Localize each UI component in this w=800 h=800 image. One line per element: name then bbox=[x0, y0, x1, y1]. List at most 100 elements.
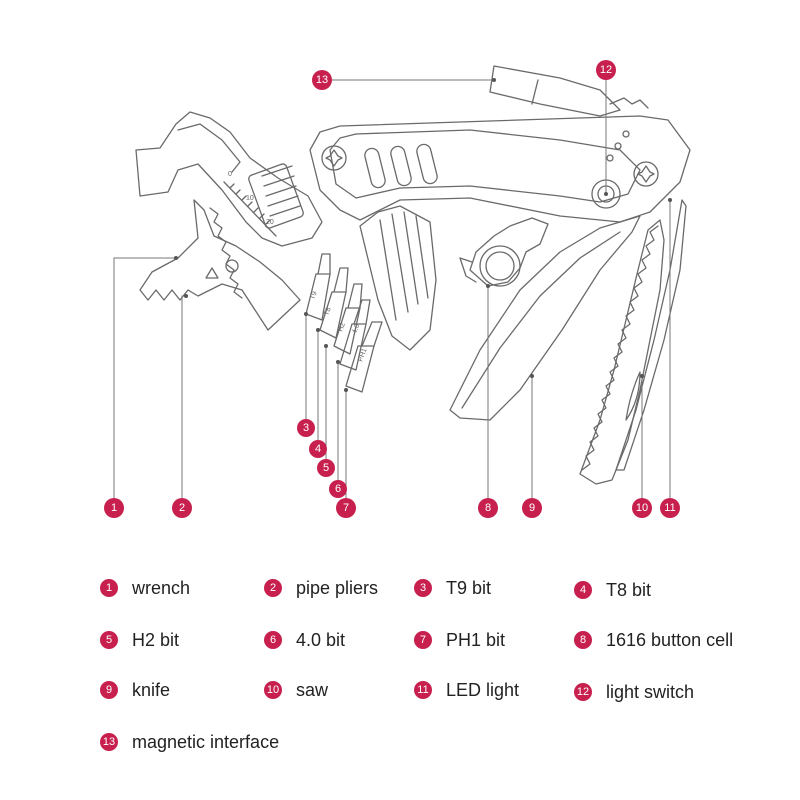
pliers-pivot bbox=[225, 259, 239, 273]
handle-slot-3 bbox=[416, 143, 438, 185]
bit-mark-4-0: 4.0 bbox=[351, 323, 361, 335]
legend-label: magnetic interface bbox=[132, 731, 280, 752]
svg-text:1: 1 bbox=[111, 502, 117, 514]
multitool-line-art: 0 10 20 bbox=[135, 65, 691, 485]
bit-mark-h2: H2 bbox=[337, 322, 347, 333]
legend-badge: 13 bbox=[100, 733, 118, 751]
diagram-badge-10: 10 bbox=[632, 498, 652, 518]
legend-label: H2 bit bbox=[132, 629, 180, 650]
legend-badge: 6 bbox=[264, 631, 282, 649]
svg-text:4: 4 bbox=[315, 443, 321, 455]
legend-label: T8 bit bbox=[606, 579, 652, 600]
svg-text:9: 9 bbox=[529, 502, 535, 514]
scale-label-20: 20 bbox=[266, 219, 274, 226]
legend-label: pipe pliers bbox=[296, 577, 379, 598]
legend-badge: 11 bbox=[414, 681, 432, 699]
legend-item-light-switch: 12 light switch bbox=[574, 680, 694, 704]
legend-badge: 12 bbox=[574, 683, 592, 701]
diagram-badge-5: 5 bbox=[317, 459, 335, 477]
diagram-badge-1: 1 bbox=[104, 498, 124, 518]
bit-ph1 bbox=[345, 321, 383, 393]
legend: 1 wrench 2 pipe pliers 3 T9 bit 4 T8 bit… bbox=[0, 560, 800, 800]
legend-badge: 9 bbox=[100, 681, 118, 699]
legend-item-ph1-bit: 7 PH1 bit bbox=[414, 628, 505, 652]
pliers-warning-mark bbox=[205, 267, 219, 279]
diagram-badge-6: 6 bbox=[329, 480, 347, 498]
legend-badge: 8 bbox=[574, 631, 592, 649]
wrench-upper-jaw bbox=[135, 111, 323, 247]
diagram-badge-9: 9 bbox=[522, 498, 542, 518]
blade-grip-hole bbox=[625, 371, 641, 421]
scale-label-0: 0 bbox=[228, 171, 232, 178]
pliers-teeth bbox=[209, 207, 243, 299]
svg-text:5: 5 bbox=[323, 462, 329, 474]
scale-label-10: 10 bbox=[246, 195, 254, 202]
bit-t9 bbox=[305, 253, 331, 321]
legend-label: LED light bbox=[446, 679, 520, 700]
main-handle bbox=[309, 115, 691, 223]
diagram-badge-4: 4 bbox=[309, 440, 327, 458]
handle-inner bbox=[329, 129, 641, 203]
legend-label: saw bbox=[296, 679, 329, 700]
legend-label: 1616 button cell bbox=[606, 629, 734, 650]
svg-text:6: 6 bbox=[335, 483, 341, 495]
knife-blade bbox=[449, 215, 641, 421]
legend-item-t8-bit: 4 T8 bit bbox=[574, 578, 651, 602]
svg-text:11: 11 bbox=[664, 502, 675, 514]
wrench-jaw-inner bbox=[177, 123, 241, 173]
handle-screw-right bbox=[633, 161, 659, 187]
legend-item-t9-bit: 3 T9 bit bbox=[414, 576, 491, 600]
svg-text:7: 7 bbox=[343, 502, 349, 514]
bit-mark-t9: T9 bbox=[309, 291, 318, 301]
legend-badge: 3 bbox=[414, 579, 432, 597]
legend-item-wrench: 1 wrench bbox=[100, 576, 190, 600]
legend-item-led-light: 11 LED light bbox=[414, 678, 519, 702]
svg-text:3: 3 bbox=[303, 422, 309, 434]
bit-h2 bbox=[333, 283, 363, 355]
legend-label: light switch bbox=[606, 681, 695, 702]
svg-text:12: 12 bbox=[600, 64, 612, 76]
diagram-badge-13: 13 bbox=[312, 70, 332, 90]
button-cell bbox=[479, 245, 521, 287]
leader-lines bbox=[113, 78, 672, 508]
legend-label: knife bbox=[132, 679, 171, 700]
svg-text:8: 8 bbox=[485, 502, 491, 514]
bottle-opener-part bbox=[469, 217, 549, 287]
diagram-badge-7: 7 bbox=[336, 498, 356, 518]
bit-mark-ph1: PH1 bbox=[357, 347, 368, 362]
legend-badge: 2 bbox=[264, 579, 282, 597]
bit-4-0 bbox=[339, 299, 371, 371]
magnetic-interface-piece bbox=[489, 65, 621, 117]
worm-gear bbox=[248, 163, 304, 229]
diagram-badge-3: 3 bbox=[297, 419, 315, 437]
legend-item-saw: 10 saw bbox=[264, 678, 328, 702]
legend-item-4-0-bit: 6 4.0 bit bbox=[264, 628, 345, 652]
bit-holder bbox=[359, 205, 437, 351]
handle-screw-left bbox=[321, 145, 347, 171]
legend-label: 4.0 bit bbox=[296, 629, 346, 650]
legend-badge: 5 bbox=[100, 631, 118, 649]
bit-t8 bbox=[319, 267, 349, 339]
legend-item-knife: 9 knife bbox=[100, 678, 170, 702]
diagram-badge-12: 12 bbox=[596, 60, 616, 80]
svg-text:2: 2 bbox=[179, 502, 185, 514]
legend-label: PH1 bit bbox=[446, 629, 506, 650]
legend-badge: 4 bbox=[574, 581, 592, 599]
diagram-badge-11: 11 bbox=[660, 498, 680, 518]
legend-item-pipe-pliers: 2 pipe pliers bbox=[264, 576, 378, 600]
legend-label: wrench bbox=[132, 577, 191, 598]
diagram-callouts: 1 2 3 4 5 6 7 8 9 10 11 12 13 bbox=[104, 60, 680, 518]
multitool-diagram: 0 10 20 bbox=[104, 60, 691, 518]
legend-item-button-cell: 8 1616 button cell bbox=[574, 628, 733, 652]
diagram-badge-8: 8 bbox=[478, 498, 498, 518]
legend-item-magnetic-interface: 13 magnetic interface bbox=[100, 730, 279, 754]
pipe-pliers-jaw bbox=[139, 199, 301, 331]
legend-label: T9 bit bbox=[446, 577, 492, 598]
handle-slot-2 bbox=[390, 145, 412, 187]
legend-badge: 7 bbox=[414, 631, 432, 649]
svg-text:10: 10 bbox=[636, 502, 648, 514]
bit-mark-t8: T8 bbox=[323, 307, 332, 317]
diagram-badge-2: 2 bbox=[172, 498, 192, 518]
legend-badge: 1 bbox=[100, 579, 118, 597]
legend-badge: 10 bbox=[264, 681, 282, 699]
